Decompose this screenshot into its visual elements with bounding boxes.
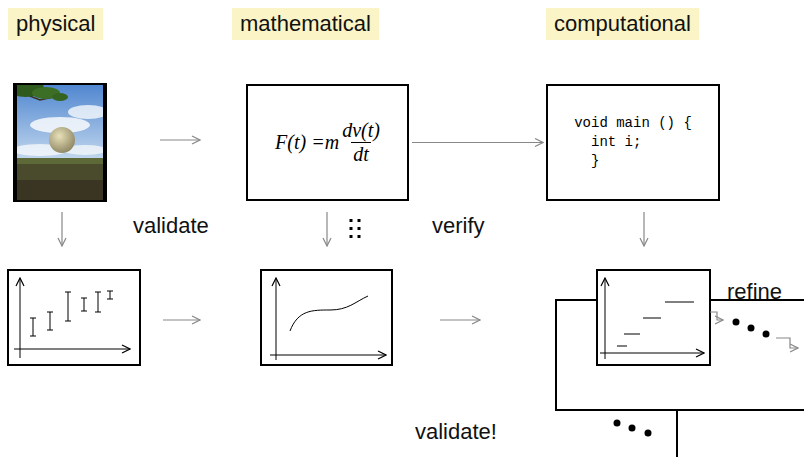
denominator: dt xyxy=(351,142,371,166)
column-heading: mathematical xyxy=(232,8,379,40)
refinement-stack xyxy=(556,270,804,457)
heading-text: physical xyxy=(16,11,95,36)
photo-frame xyxy=(14,84,106,201)
code-line: int i; xyxy=(574,133,692,152)
down-arrows xyxy=(62,212,644,246)
process-label: verify xyxy=(432,213,485,239)
equation-term: F(t) =m xyxy=(275,131,339,154)
ball-photo xyxy=(14,84,106,201)
code-line: void main () { xyxy=(574,114,692,133)
process-label: validate! xyxy=(415,419,497,445)
flow-arrow xyxy=(412,142,543,143)
code-listing: void main () {int i;} xyxy=(574,114,692,171)
numerator: dv(t) xyxy=(342,119,380,142)
flow-arrow xyxy=(163,319,200,320)
column-heading: physical xyxy=(8,8,103,40)
code-line: } xyxy=(574,152,692,171)
heading-text: mathematical xyxy=(240,11,371,36)
column-heading: computational xyxy=(546,8,699,40)
process-label: refine xyxy=(727,279,782,305)
fraction: dv(t)dt xyxy=(342,119,380,166)
curve-plot xyxy=(261,270,392,365)
flow-arrow xyxy=(160,139,200,140)
code-box: void main () {int i;} xyxy=(546,84,720,201)
equation-box: F(t) =mdv(t)dt xyxy=(246,84,409,201)
process-label: validate xyxy=(133,213,209,239)
measurement-plot xyxy=(8,270,140,365)
flow-arrow xyxy=(440,319,480,320)
heading-text: computational xyxy=(554,11,691,36)
